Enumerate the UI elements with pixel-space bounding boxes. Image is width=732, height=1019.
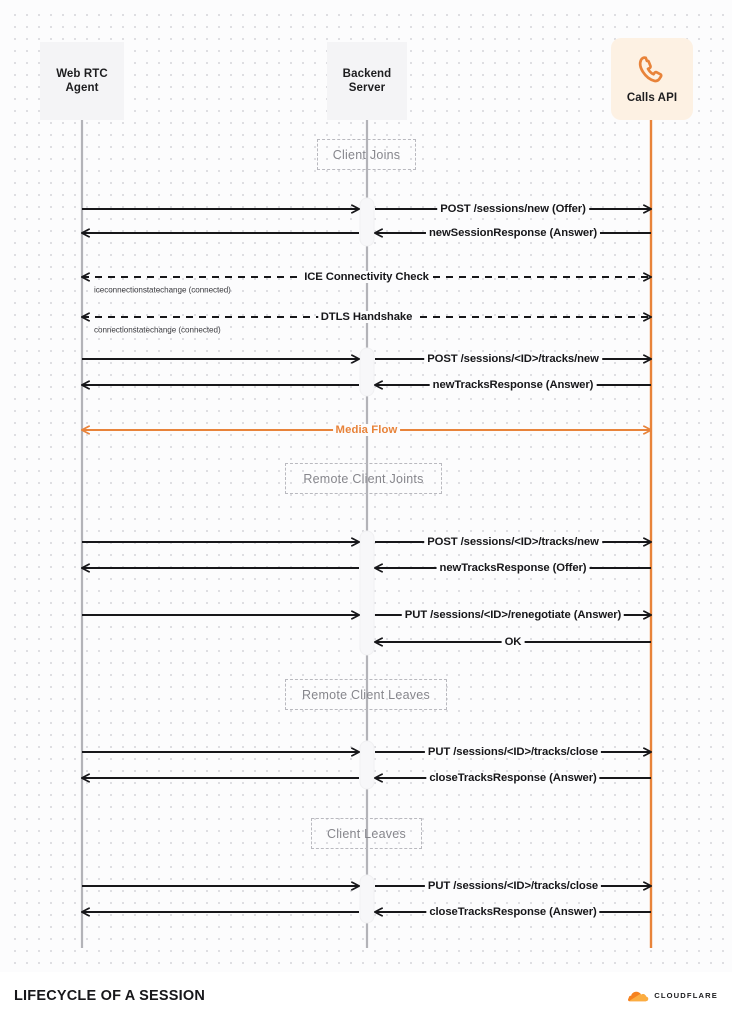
fragment-client-joins-label: Client Joins	[332, 147, 401, 162]
activation-bar	[359, 740, 375, 790]
message-label: POST /sessions/<ID>/tracks/new	[424, 536, 602, 548]
cloudflare-cloud-icon	[625, 989, 649, 1002]
activation-bar	[359, 197, 375, 247]
footer: LIFECYCLE OF A SESSION CLOUDFLARE	[0, 972, 732, 1019]
message-label: POST /sessions/<ID>/tracks/new	[424, 353, 602, 365]
message-label: newTracksResponse (Answer)	[429, 379, 597, 391]
activation-bar	[359, 874, 375, 924]
actor-backend-server-line2: Server	[348, 82, 386, 94]
message-label: OK	[501, 636, 525, 648]
actor-web-rtc-agent-line2: Agent	[65, 82, 99, 94]
message-label: newTracksResponse (Offer)	[436, 562, 590, 574]
actor-calls-api[interactable]: Calls API	[611, 38, 693, 120]
activation-bars	[359, 197, 375, 924]
message-label: ICE Connectivity Check	[301, 271, 432, 283]
actor-web-rtc-agent[interactable]: Web RTC Agent	[40, 42, 124, 120]
message-label: POST /sessions/new (Offer)	[437, 203, 589, 215]
fragment-client-joins: Client Joins	[317, 139, 416, 170]
message-sub-label: connectionstatechange (connected)	[94, 325, 221, 335]
actor-backend-server-line1: Backend	[342, 68, 392, 80]
page-title: LIFECYCLE OF A SESSION	[14, 987, 206, 1004]
message-label: DTLS Handshake	[317, 311, 416, 323]
message-label: PUT /sessions/<ID>/tracks/close	[424, 746, 602, 758]
message-label: closeTracksResponse (Answer)	[426, 772, 600, 784]
fragment-remote-client-leaves: Remote Client Leaves	[285, 679, 447, 710]
message-label: PUT /sessions/<ID>/tracks/close	[424, 880, 602, 892]
fragment-remote-client-joints-label: Remote Client Joints	[303, 471, 424, 486]
actor-web-rtc-agent-line1: Web RTC	[56, 68, 108, 80]
message-label: newSessionResponse (Answer)	[425, 227, 601, 239]
cloudflare-wordmark: CLOUDFLARE	[654, 991, 718, 1000]
phone-icon	[635, 53, 669, 87]
message-label: closeTracksResponse (Answer)	[426, 906, 600, 918]
activation-bar	[359, 347, 375, 397]
fragment-remote-client-leaves-label: Remote Client Leaves	[302, 687, 430, 702]
fragment-remote-client-joints: Remote Client Joints	[285, 463, 442, 494]
message-label: PUT /sessions/<ID>/renegotiate (Answer)	[401, 609, 625, 621]
fragment-client-leaves: Client Leaves	[311, 818, 422, 849]
cloudflare-brand: CLOUDFLARE	[625, 989, 718, 1002]
message-sub-label: iceconnectionstatechange (connected)	[94, 285, 231, 295]
actor-backend-server[interactable]: Backend Server	[327, 42, 407, 120]
fragment-client-leaves-label: Client Leaves	[327, 826, 406, 841]
activation-bar	[359, 530, 375, 656]
actor-calls-api-label: Calls API	[626, 92, 678, 104]
message-label: Media Flow	[332, 424, 401, 436]
